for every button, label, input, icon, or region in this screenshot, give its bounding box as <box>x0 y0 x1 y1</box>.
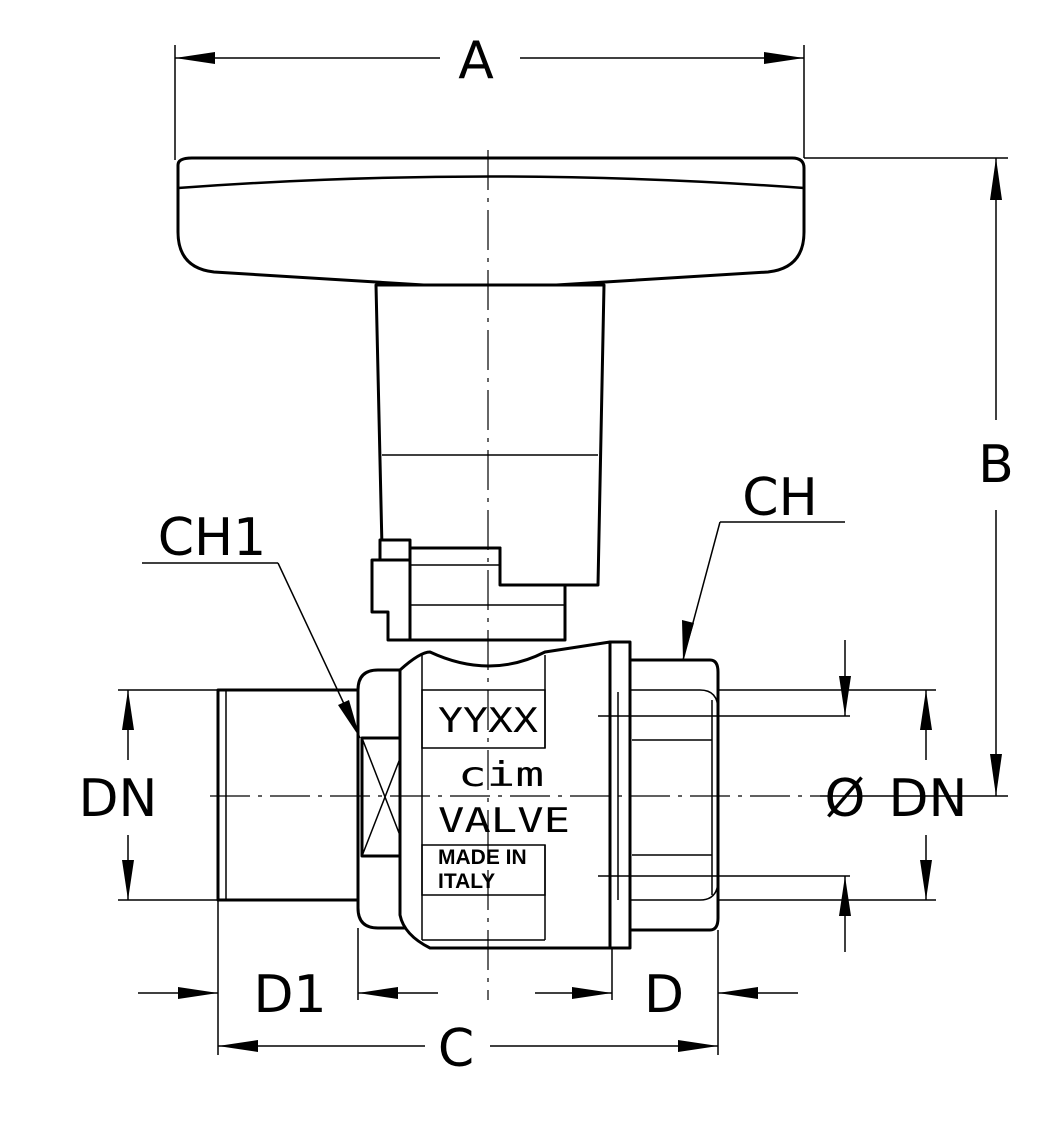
body-name-marking: VALVE <box>438 801 570 841</box>
label-dn-left: DN <box>79 769 158 829</box>
dimension-dn-left <box>118 689 218 901</box>
valve-body <box>398 640 612 950</box>
dimension-d1 <box>138 900 438 1055</box>
dimension-b <box>804 157 1008 797</box>
center-lines <box>210 150 850 1000</box>
dimension-c <box>218 1040 718 1052</box>
dimension-d <box>535 930 798 1055</box>
label-dn-right: DN <box>889 769 968 829</box>
female-thread-end <box>608 640 720 950</box>
body-origin-line2: ITALY <box>438 870 495 893</box>
label-diameter: Ø <box>825 769 866 829</box>
dimension-a <box>174 45 805 160</box>
label-d: D <box>644 965 684 1025</box>
body-brand-marking: cim <box>458 755 544 795</box>
label-ch: CH <box>742 468 817 528</box>
label-b: B <box>978 435 1014 495</box>
label-a: A <box>458 31 494 91</box>
leader-ch1 <box>142 562 361 739</box>
leader-ch <box>682 521 845 661</box>
label-d1: D1 <box>253 965 326 1025</box>
label-ch1: CH1 <box>158 508 267 568</box>
male-thread-end <box>216 688 360 902</box>
label-c: C <box>438 1019 474 1079</box>
dimension-dn-right <box>718 689 936 901</box>
dimension-diameter <box>839 640 851 952</box>
body-origin-line1: MADE IN <box>438 846 527 869</box>
